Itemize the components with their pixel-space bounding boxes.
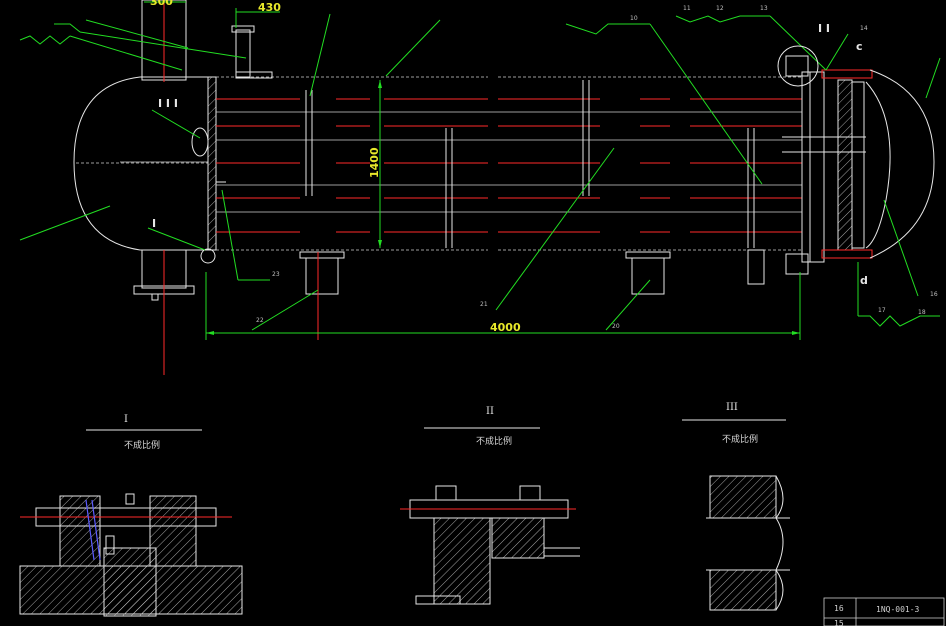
shell [216, 76, 802, 251]
section-I-detail [19, 429, 243, 617]
dimension-lines [144, 1, 801, 340]
title-block-row-number: 16 [834, 604, 844, 613]
leader-lines [19, 13, 941, 331]
bottom-outlet-nozzle [133, 249, 195, 375]
callout-11: 11 [683, 5, 691, 12]
dim-shell-diameter: 1400 [368, 147, 381, 178]
callout-13: 13 [760, 5, 768, 12]
saddle-support-left [299, 251, 345, 340]
callout-14: 14 [860, 25, 868, 32]
section-III-detail [682, 419, 790, 611]
title-block [823, 597, 945, 626]
marker-detail-I: I [152, 217, 156, 230]
baffles [305, 80, 755, 248]
marker-point-d: d [860, 274, 868, 287]
callout-20: 20 [612, 323, 620, 330]
title-block-drawing-code: 1NQ-001-3 [876, 605, 920, 614]
shell-outlet-nozzle [747, 249, 765, 285]
callout-23: 23 [272, 271, 280, 278]
saddle-support-right [625, 251, 671, 295]
right-dome-head [869, 69, 935, 259]
marker-point-c: c [856, 40, 863, 53]
marker-detail-II: I I [818, 22, 830, 35]
drain-port [200, 248, 216, 264]
callout-12: 12 [716, 5, 724, 12]
section-I-title: I [124, 414, 128, 425]
section-II-detail [400, 427, 580, 605]
dim-total-length: 4000 [490, 321, 521, 334]
dim-top-nozzle-width: 300 [150, 0, 173, 8]
section-III-scale: 不成比例 [722, 433, 758, 445]
title-block-row-number-next: 15 [834, 619, 844, 626]
left-tube-sheet [207, 76, 217, 251]
callout-10: 10 [630, 15, 638, 22]
head-inspection-port [191, 127, 209, 157]
section-III-title: III [726, 402, 738, 413]
main-assembly-view [19, 0, 941, 375]
callout-22: 22 [256, 317, 264, 324]
detail-II-circle [777, 45, 819, 87]
section-II-title: II [486, 406, 494, 417]
right-dome-inner [865, 81, 891, 249]
tube-bundle [216, 98, 802, 233]
marker-detail-III: I I I [158, 97, 178, 110]
callout-18: 18 [918, 309, 926, 316]
dim-nozzle-offset: 430 [258, 1, 281, 14]
shell-inlet-nozzle [231, 25, 273, 79]
callout-17: 17 [878, 307, 886, 314]
left-head [73, 76, 208, 251]
callout-16: 16 [930, 291, 938, 298]
right-channel-flange [782, 55, 873, 275]
callout-21: 21 [480, 301, 488, 308]
section-I-scale: 不成比例 [124, 439, 160, 451]
section-II-scale: 不成比例 [476, 435, 512, 447]
